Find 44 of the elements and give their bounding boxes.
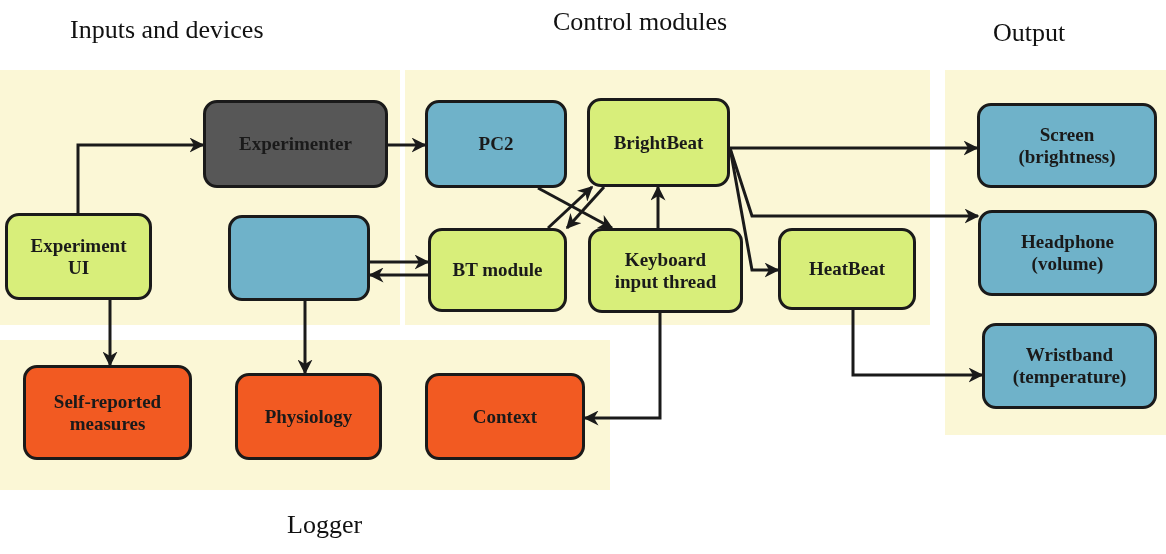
box-label: Self-reported measures	[52, 390, 163, 435]
arrow	[583, 313, 662, 426]
arrow	[297, 301, 313, 375]
arrow	[537, 186, 614, 230]
module-box	[5, 213, 152, 300]
box-label: Headphone (volume)	[1020, 231, 1115, 275]
arrow	[650, 185, 666, 228]
box-label: Physiology	[264, 405, 353, 428]
group-heading: Logger	[287, 510, 363, 540]
arrow	[546, 185, 594, 230]
module-box	[588, 228, 743, 313]
group-heading: Output	[993, 18, 1066, 48]
box-label: BrightBeat	[613, 131, 704, 154]
group-heading: Control modules	[553, 7, 728, 37]
arrow	[388, 137, 427, 153]
module-box	[425, 373, 585, 460]
arrow	[368, 267, 428, 283]
box-label: HeatBeat	[809, 258, 885, 280]
arrow	[370, 254, 430, 270]
module-box	[203, 100, 388, 188]
box-label: Experimenter	[239, 133, 352, 155]
arrow	[730, 140, 979, 156]
module-box	[235, 373, 382, 460]
module-box	[778, 228, 916, 310]
module-box	[977, 103, 1157, 188]
module-box	[978, 210, 1157, 296]
arrow	[851, 310, 984, 383]
box-label: BT module	[452, 259, 543, 281]
box-label: Keyboard input thread	[613, 248, 718, 293]
box-label: Context	[472, 405, 538, 428]
device-box	[228, 215, 370, 301]
module-box	[425, 100, 567, 188]
box-label: Wristband (temperature)	[1011, 344, 1128, 388]
box-label: PC2	[478, 133, 514, 155]
arrow	[102, 300, 118, 367]
group-heading: Inputs and devices	[70, 15, 264, 45]
box-label: Experiment UI	[29, 234, 128, 279]
arrow	[565, 186, 606, 230]
module-box	[982, 323, 1157, 409]
box-label: Screen (brightness)	[1017, 123, 1117, 168]
module-box	[587, 98, 730, 187]
arrow	[76, 137, 205, 213]
module-box	[428, 228, 567, 312]
module-box	[23, 365, 192, 460]
